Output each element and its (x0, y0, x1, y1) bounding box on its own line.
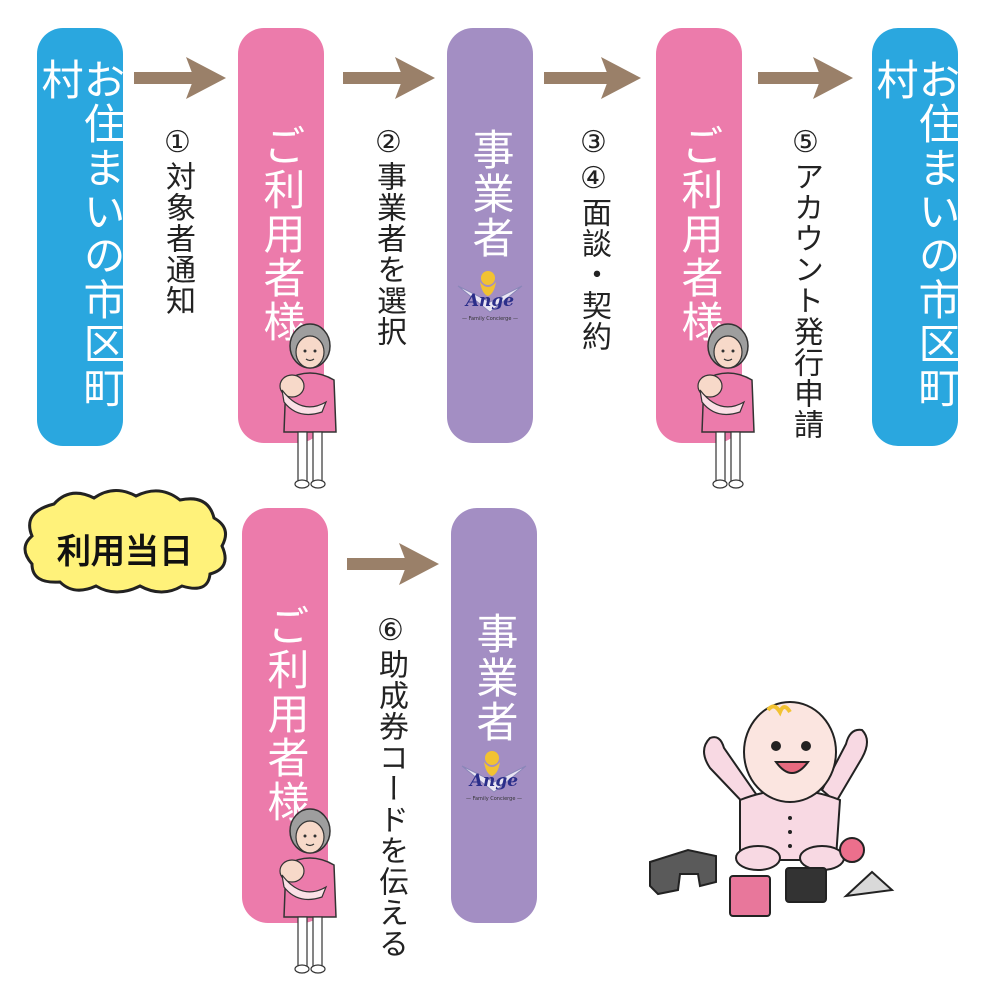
svg-text:— Family Concierge —: — Family Concierge — (462, 316, 518, 322)
provider-label: 事業者 (466, 128, 515, 260)
svg-text:Ange: Ange (468, 771, 518, 791)
arrow-right-icon (343, 57, 435, 99)
ange-logo-icon: Ange — Family Concierge — (457, 271, 523, 322)
step-3-4-label: ③④面談・契約 (576, 125, 611, 352)
step-6-label: ⑥助成券コードを伝える (373, 613, 408, 959)
user-node-3: ご利用者様 (242, 508, 328, 923)
mother-baby-icon (697, 323, 755, 489)
mother-baby-icon (279, 323, 337, 489)
arrow-right-icon (134, 57, 226, 99)
user-label: ご利用者様 (257, 124, 306, 344)
step-1-label: ①対象者通知 (160, 125, 195, 316)
arrow-right-icon (544, 57, 641, 99)
usage-day-label: 利用当日 (57, 532, 193, 572)
arrow-right-icon (758, 57, 853, 99)
arrow-right-icon (347, 543, 439, 585)
user-label: ご利用者様 (261, 604, 310, 824)
user-label: ご利用者様 (675, 124, 724, 344)
provider-node-2: 事業者 (451, 508, 537, 923)
step-2-label: ②事業者を選択 (371, 125, 406, 347)
svg-text:Ange: Ange (464, 291, 514, 311)
user-node-1: ご利用者様 (238, 28, 324, 443)
provider-label: 事業者 (470, 612, 519, 744)
municipality-node-end: お住まいの市区町村 (870, 28, 961, 446)
mother-baby-icon (279, 808, 337, 974)
municipality-node-start: お住まいの市区町村 (35, 28, 126, 446)
usage-day-bubble-icon (23, 489, 228, 594)
baby-with-blocks-illustration (649, 701, 895, 917)
municipality-label: お住まいの市区町村 (870, 58, 961, 410)
svg-text:— Family Concierge —: — Family Concierge — (466, 796, 522, 802)
step-5-label: ⑤アカウント発行申請 (788, 125, 823, 440)
provider-node-1: 事業者 (447, 28, 533, 443)
municipality-label: お住まいの市区町村 (35, 58, 126, 410)
ange-logo-icon: Ange — Family Concierge — (461, 751, 527, 802)
